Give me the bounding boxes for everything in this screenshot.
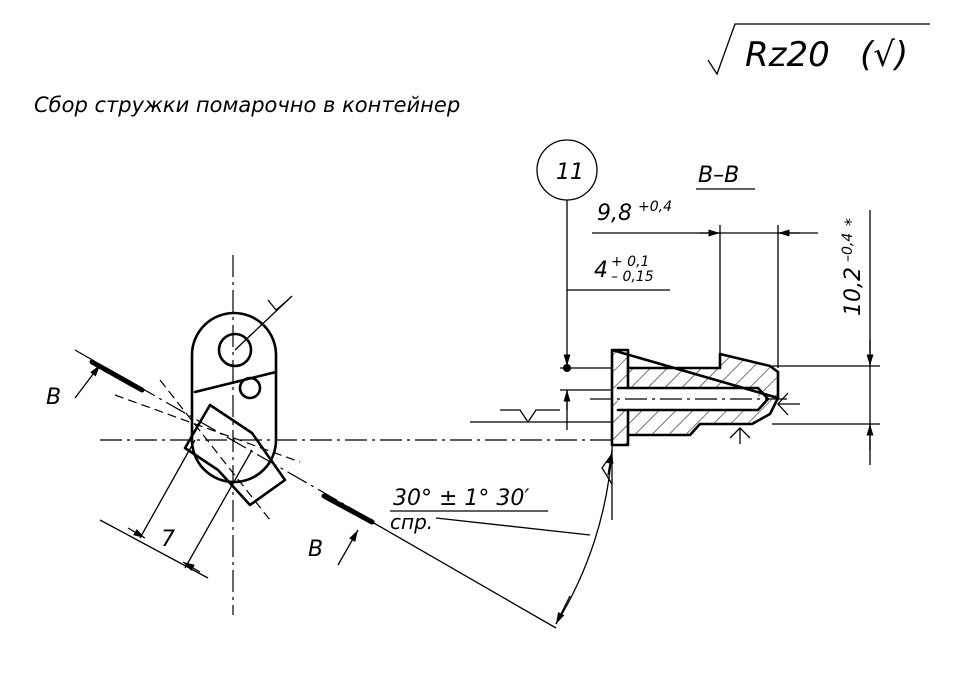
dimension-4: 4 + 0,1 – 0,15 (560, 254, 670, 430)
section-b-b-part (590, 348, 790, 520)
section-label: В–В (698, 163, 739, 188)
angle-note: спр. (390, 510, 433, 534)
dim-10-2-tolerance: –0,4 (840, 233, 856, 262)
front-view (74, 255, 612, 615)
angle-dimension: 30° ± 1° 30′ спр. (371, 449, 614, 629)
dim-10-2-mark: * (841, 218, 860, 226)
angle-value: 30° ± 1° 30′ (393, 486, 529, 511)
dimension-9-8: 9,8 +0,4 (592, 199, 818, 368)
roughness-mark-end (777, 392, 800, 416)
dim-4-value: 4 (594, 258, 608, 283)
cut-line-bottom (321, 493, 375, 525)
roughness-paren-symbol: (√) (860, 35, 908, 75)
general-roughness-mark: Rz20 (√) (707, 23, 930, 76)
dim-7: 7 (161, 527, 175, 552)
note-chip-collection: Сбор стружки помарочно в контейнер (34, 93, 460, 117)
roughness-mark-bottom (729, 427, 751, 444)
roughness-mark-hole (267, 299, 289, 311)
cut-line-top (89, 359, 145, 393)
position-balloon: 11 (536, 139, 598, 372)
roughness-mark-face (500, 409, 560, 424)
position-number: 11 (556, 160, 584, 185)
dim-4-tol-lower: – 0,15 (611, 269, 654, 285)
cut-label-top: В (46, 385, 61, 410)
dim-9-8-tolerance: +0,4 (638, 199, 672, 215)
dimension-10-2: 10,2 –0,4 * (772, 210, 880, 465)
cut-label-bottom: В (308, 537, 323, 562)
dim-4-tol-upper: + 0,1 (611, 254, 649, 270)
dim-9-8-value: 9,8 (597, 201, 632, 226)
dim-10-2-value: 10,2 (841, 267, 866, 316)
roughness-value: Rz20 (745, 35, 830, 75)
